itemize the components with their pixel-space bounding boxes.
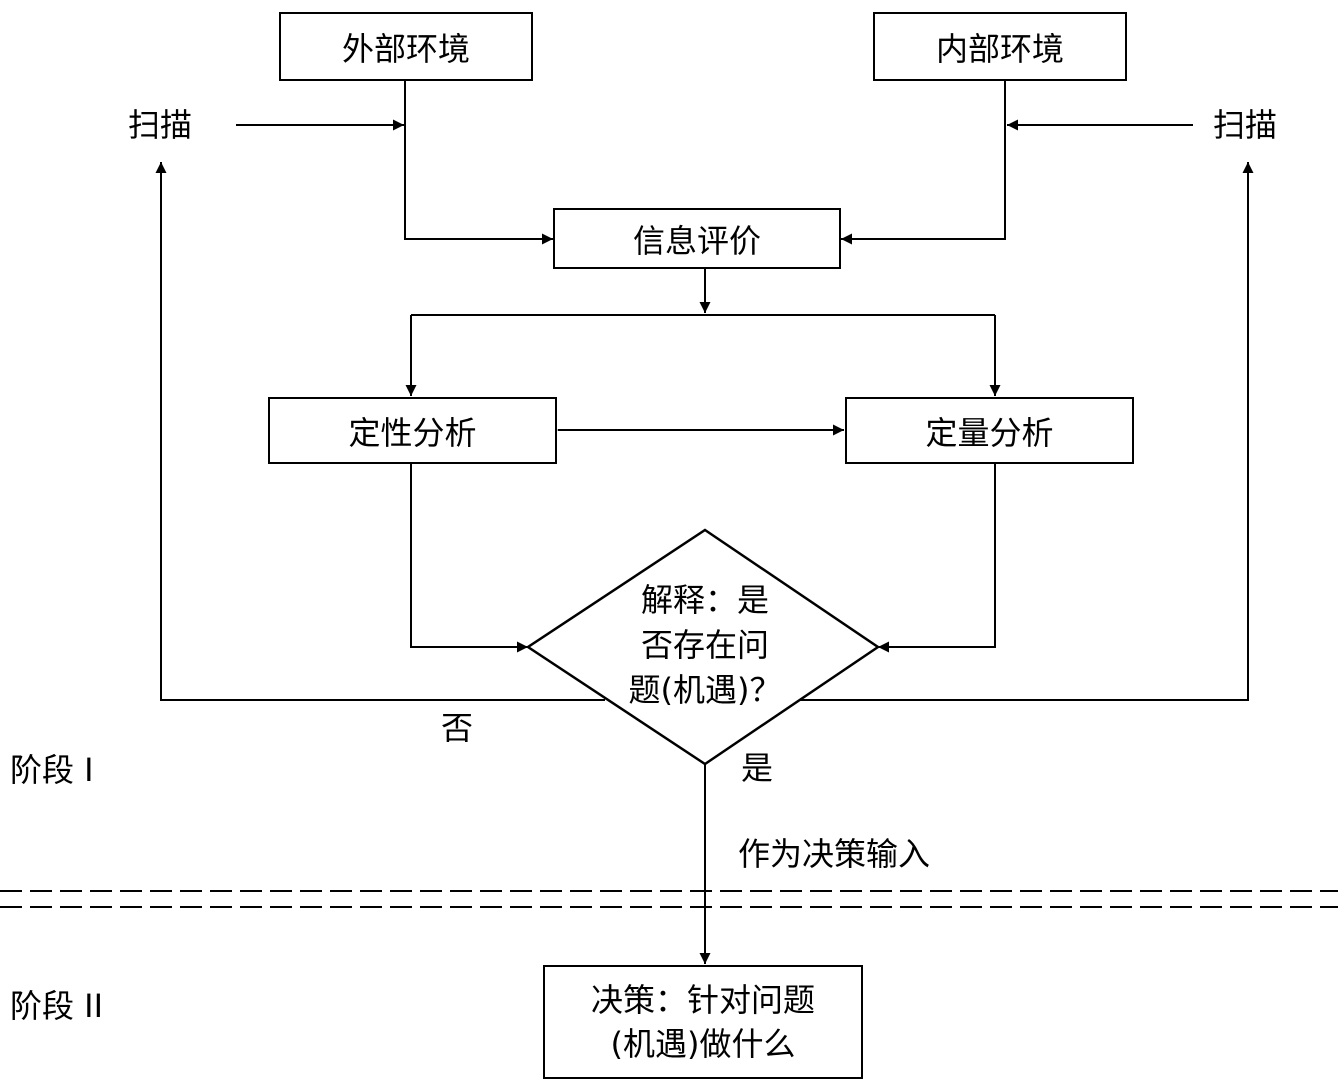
external-environment-label: 外部环境 [341,29,470,68]
diamond-line-2: 否存在问 [640,626,769,664]
arrow-external-to-eval [404,80,553,245]
qualitative-analysis-label: 定性分析 [348,413,477,452]
arrow-quantitative-to-diamond [878,464,996,653]
internal-environment-box: 内部环境 [873,12,1127,81]
qualitative-analysis-box: 定性分析 [268,397,557,464]
no-label: 否 [441,709,474,747]
diamond-line-3: 题(机遇)？ [628,671,782,709]
decision-line-1: 决策：针对问题 [590,981,815,1019]
information-evaluation-label: 信息评价 [632,221,761,260]
diamond-line-1: 解释：是 [640,581,769,619]
stage-1-label: 阶段 I [10,751,94,789]
information-evaluation-box: 信息评价 [553,208,841,269]
decision-box: 决策：针对问题 (机遇)做什么 [543,965,863,1079]
diamond-question: 解释：是 否存在问 题(机遇)？ [600,578,810,713]
internal-environment-label: 内部环境 [935,29,1064,68]
external-environment-box: 外部环境 [279,12,533,81]
arrow-qualitative-to-diamond [410,464,528,653]
scan-left-label: 扫描 [128,106,193,144]
decision-input-label: 作为决策输入 [738,835,931,873]
arrow-internal-to-eval [841,80,1006,245]
quantitative-analysis-label: 定量分析 [925,413,1054,452]
arrow-no-left [155,162,605,701]
yes-label: 是 [741,749,774,787]
arrow-no-right [800,162,1254,701]
scan-right-label: 扫描 [1213,106,1278,144]
quantitative-analysis-box: 定量分析 [845,397,1134,464]
stage-2-label: 阶段 II [10,987,104,1025]
decision-line-2: (机遇)做什么 [610,1025,796,1063]
